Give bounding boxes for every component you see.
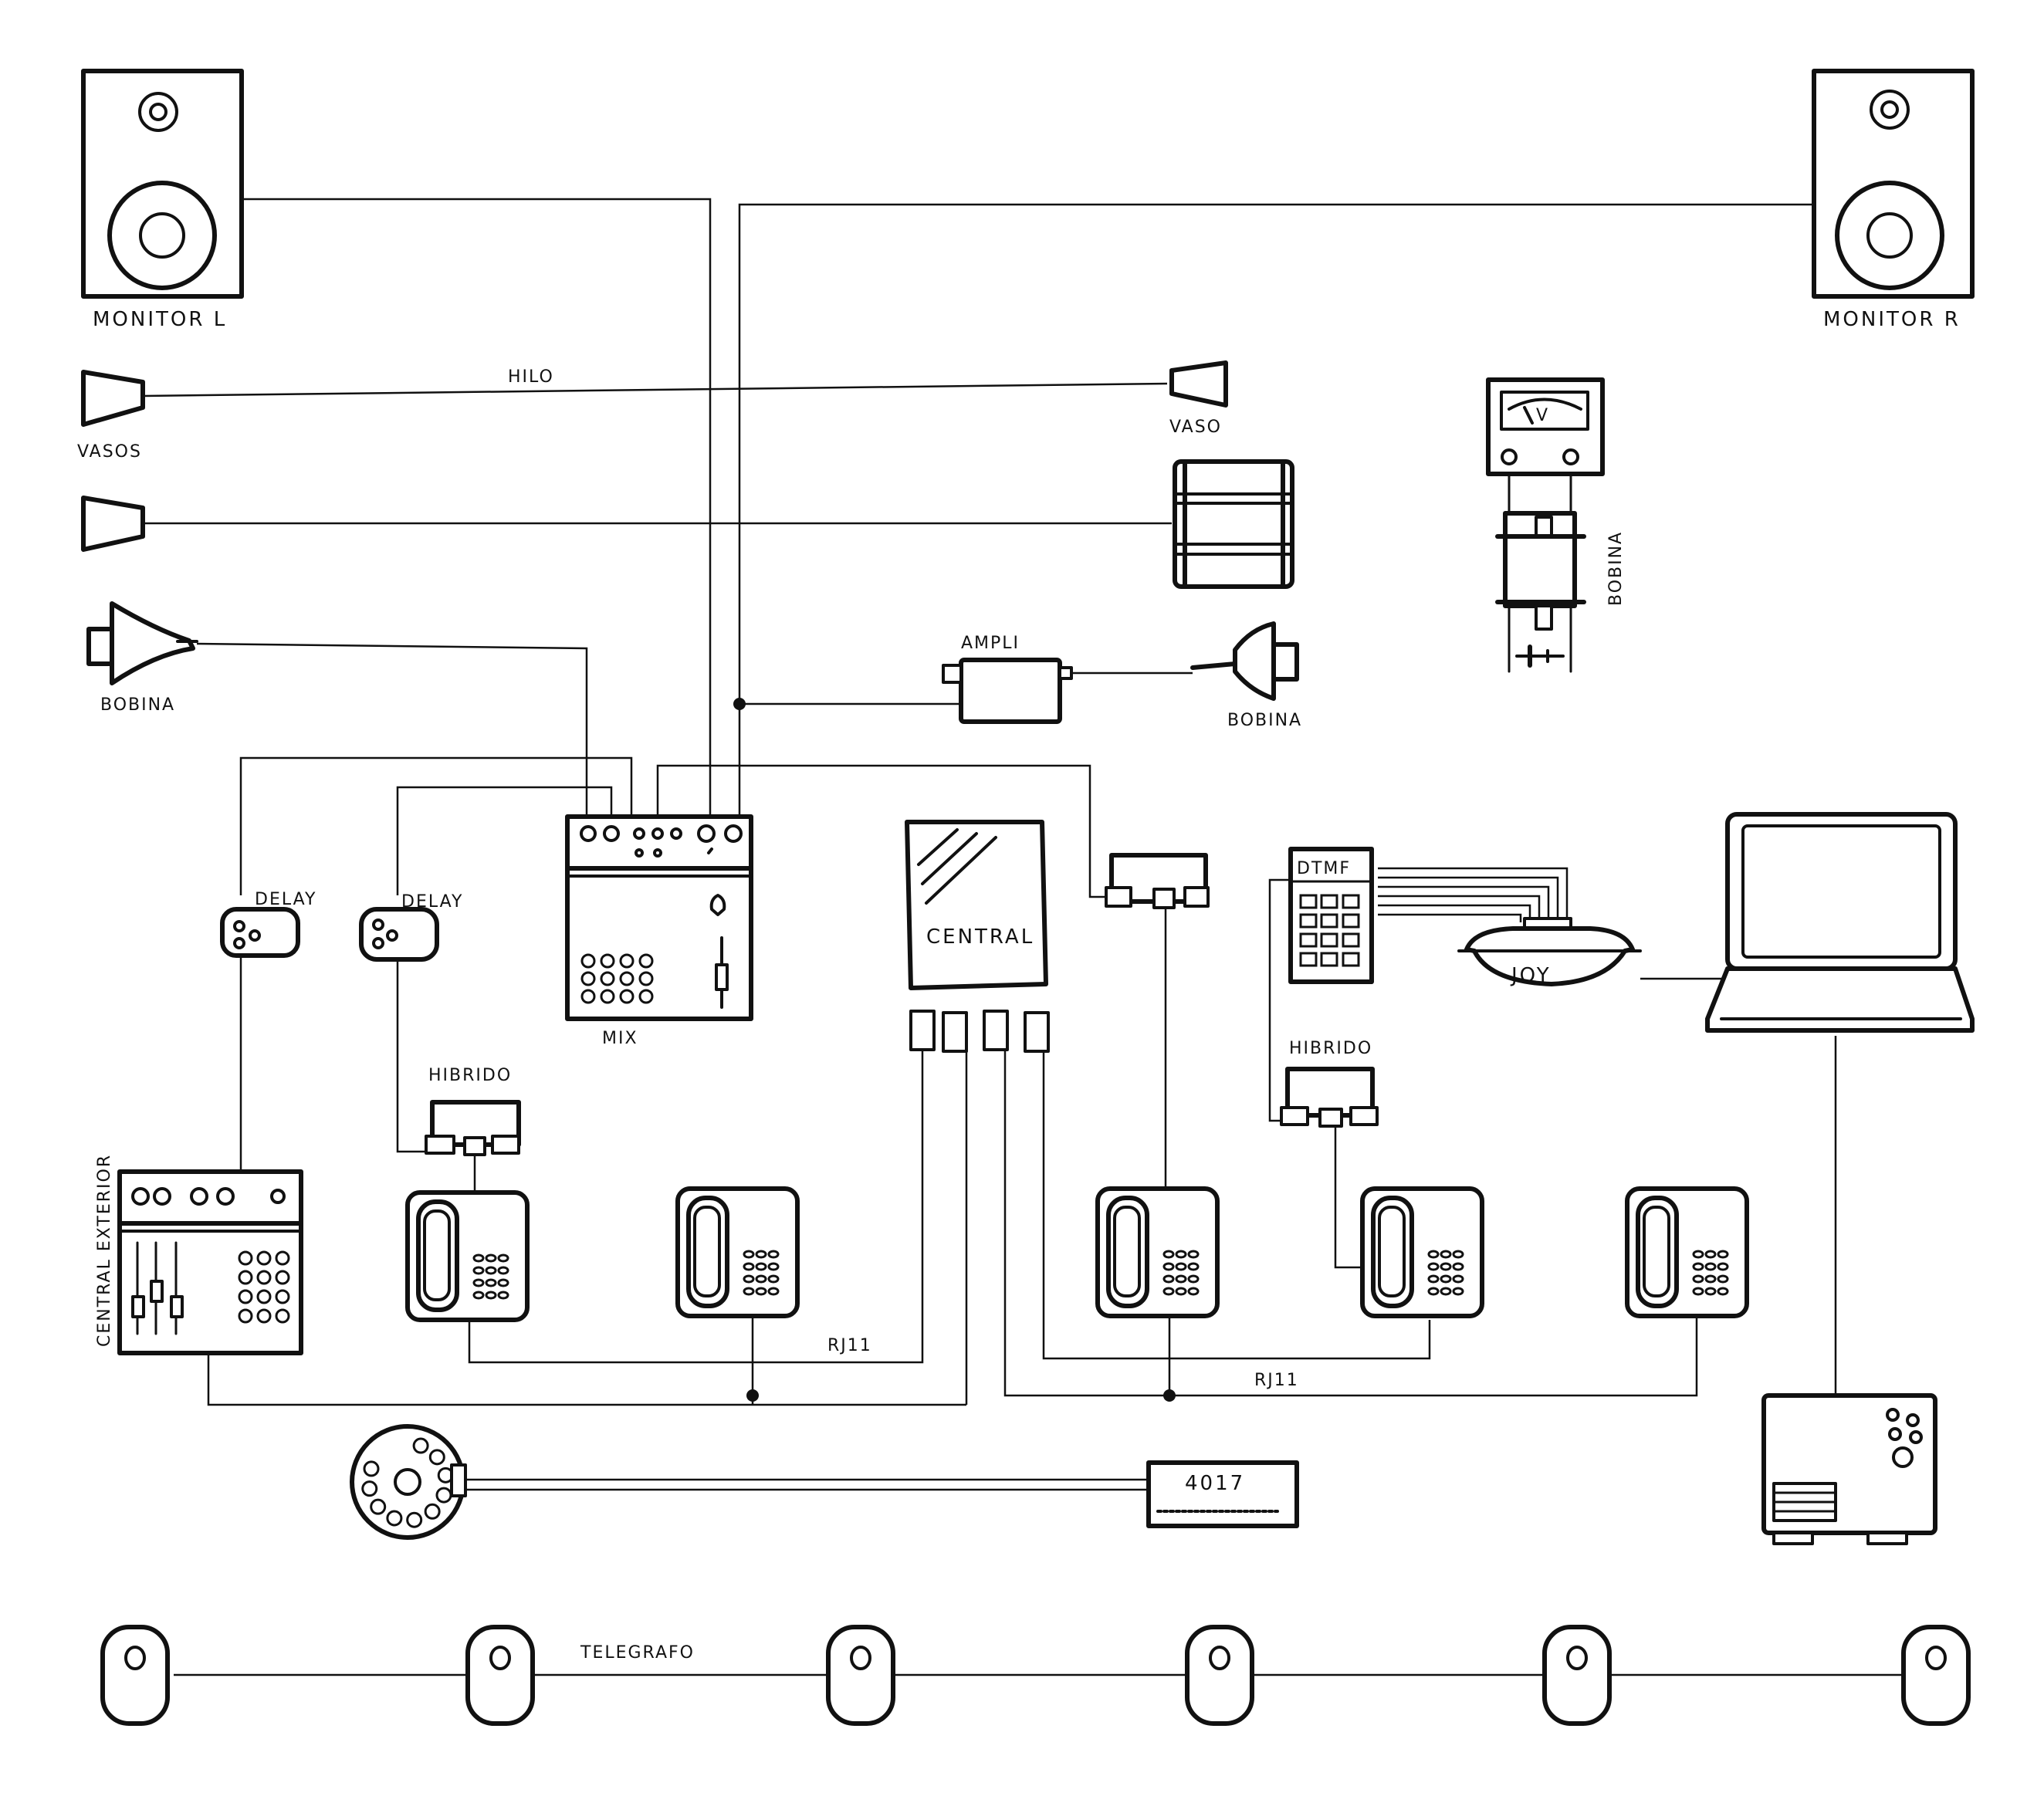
label-bobina-left: BOBINA bbox=[100, 695, 175, 715]
label-rj11-left: RJ11 bbox=[827, 1336, 872, 1355]
dial-hole bbox=[428, 1449, 445, 1466]
label-mix: MIX bbox=[602, 1029, 638, 1048]
label-bobina-vertical: BOBINA bbox=[1606, 531, 1626, 606]
telegraph-keys bbox=[100, 1625, 1971, 1726]
phone-icon bbox=[405, 1190, 530, 1322]
speaker-icon bbox=[107, 92, 217, 290]
label-bobina-right: BOBINA bbox=[1227, 711, 1302, 730]
label-vaso: VASO bbox=[1169, 418, 1222, 437]
cup-icon bbox=[81, 496, 145, 552]
cup-icon bbox=[1169, 360, 1228, 408]
label-telegrafo: TELEGRAFO bbox=[580, 1643, 695, 1663]
telegraph-key-icon bbox=[1185, 1625, 1254, 1726]
delay-unit-2 bbox=[359, 907, 439, 962]
coil-icon bbox=[1495, 511, 1586, 668]
dial-hole bbox=[424, 1503, 441, 1520]
label-joy: JOY bbox=[1510, 964, 1552, 987]
cup-icon bbox=[81, 370, 145, 427]
mixer-icon bbox=[565, 814, 753, 1021]
label-central-exterior: CENTRAL EXTERIOR bbox=[95, 1154, 114, 1347]
amplifier-icon bbox=[942, 658, 1073, 724]
label-delay-1: DELAY bbox=[255, 890, 316, 909]
dial-hole bbox=[406, 1511, 423, 1528]
label-hilo: HILO bbox=[508, 367, 554, 387]
phones bbox=[405, 1186, 1749, 1322]
switchboard-icon bbox=[117, 1169, 303, 1355]
dial-hole bbox=[370, 1498, 387, 1515]
dtmf-keypad bbox=[1288, 847, 1374, 984]
dial-hole bbox=[386, 1510, 403, 1527]
coil-icon bbox=[1190, 621, 1299, 701]
junction-dot bbox=[733, 698, 746, 710]
label-central: CENTRAL bbox=[926, 925, 1034, 949]
telegraph-key-icon bbox=[1901, 1625, 1971, 1726]
junction-dot bbox=[1163, 1389, 1176, 1402]
voltmeter-unit: V bbox=[1536, 406, 1549, 425]
phone-icon bbox=[675, 1186, 800, 1318]
dial-hole bbox=[435, 1487, 452, 1504]
switchboard-icon bbox=[905, 820, 1050, 1053]
projector-icon bbox=[1761, 1393, 1937, 1545]
phone-icon bbox=[1360, 1186, 1484, 1318]
label-ampli: AMPLI bbox=[961, 634, 1020, 653]
label-dtmf: DTMF bbox=[1297, 859, 1351, 878]
hybrid-unit bbox=[1280, 1067, 1379, 1128]
label-monitor-right: MONITOR R bbox=[1823, 308, 1961, 331]
label-delay-2: DELAY bbox=[401, 892, 463, 912]
dial-hole bbox=[363, 1460, 380, 1477]
hybrid-unit bbox=[1105, 853, 1210, 909]
rotary-dial-icon bbox=[350, 1424, 467, 1540]
telegraph-key-icon bbox=[826, 1625, 895, 1726]
telegraph-key-icon bbox=[1542, 1625, 1612, 1726]
dial-hole bbox=[412, 1437, 429, 1454]
counter-chip bbox=[1146, 1460, 1299, 1528]
label-hibrido-right: HIBRIDO bbox=[1289, 1039, 1372, 1058]
label-rj11-right: RJ11 bbox=[1254, 1371, 1299, 1390]
coil-icon bbox=[86, 601, 198, 685]
delay-unit-1 bbox=[220, 907, 300, 958]
laptop-icon bbox=[1705, 812, 1975, 1033]
telegraph-key-icon bbox=[100, 1625, 170, 1726]
monitor-right bbox=[1812, 69, 1975, 299]
wires bbox=[142, 198, 1907, 1676]
spool-icon bbox=[1173, 459, 1294, 589]
label-hibrido-left: HIBRIDO bbox=[428, 1066, 512, 1085]
phone-icon bbox=[1625, 1186, 1749, 1318]
joystick-icon bbox=[1457, 917, 1642, 986]
dial-hole bbox=[361, 1480, 378, 1497]
phone-icon bbox=[1095, 1186, 1220, 1318]
label-monitor-left: MONITOR L bbox=[93, 308, 227, 331]
telegraph-key-icon bbox=[465, 1625, 535, 1726]
label-4017: 4017 bbox=[1185, 1472, 1245, 1495]
junction-dot bbox=[746, 1389, 759, 1402]
hybrid-unit bbox=[425, 1100, 521, 1156]
speaker-icon bbox=[1835, 90, 1944, 290]
label-vasos: VASOS bbox=[77, 442, 142, 462]
voltmeter-icon: V bbox=[1486, 377, 1605, 673]
monitor-left bbox=[81, 69, 244, 299]
